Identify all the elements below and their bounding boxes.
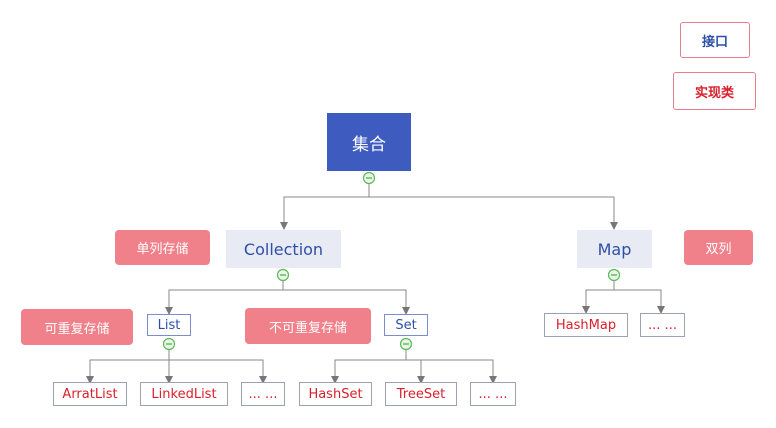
collapse-toggle-icon[interactable] [162,337,176,351]
node-collection[interactable]: Collection [226,230,341,268]
legend-class: 实现类 [673,72,756,110]
collapse-toggle-icon[interactable] [607,268,621,282]
node-root[interactable]: 集合 [327,113,411,171]
note-double-column: 双列 [684,230,753,265]
node-list-more[interactable]: ... ... [241,382,285,406]
note-unrepeatable: 不可重复存储 [245,308,371,344]
legend-interface: 接口 [680,22,750,58]
note-repeatable: 可重复存储 [21,309,133,345]
note-single-column: 单列存储 [115,230,210,265]
node-set-more[interactable]: ... ... [470,382,516,406]
node-list[interactable]: List [147,314,191,336]
node-map[interactable]: Map [577,230,652,268]
node-linkedlist[interactable]: LinkedList [140,382,228,406]
collapse-toggle-icon[interactable] [276,268,290,282]
collapse-toggle-icon[interactable] [362,171,376,185]
node-arraylist[interactable]: ArratList [53,382,127,406]
node-map-more[interactable]: ... ... [640,313,685,337]
node-hashset[interactable]: HashSet [299,382,372,406]
node-set[interactable]: Set [384,314,428,336]
node-treeset[interactable]: TreeSet [385,382,457,406]
collapse-toggle-icon[interactable] [399,337,413,351]
node-hashmap[interactable]: HashMap [544,313,628,337]
